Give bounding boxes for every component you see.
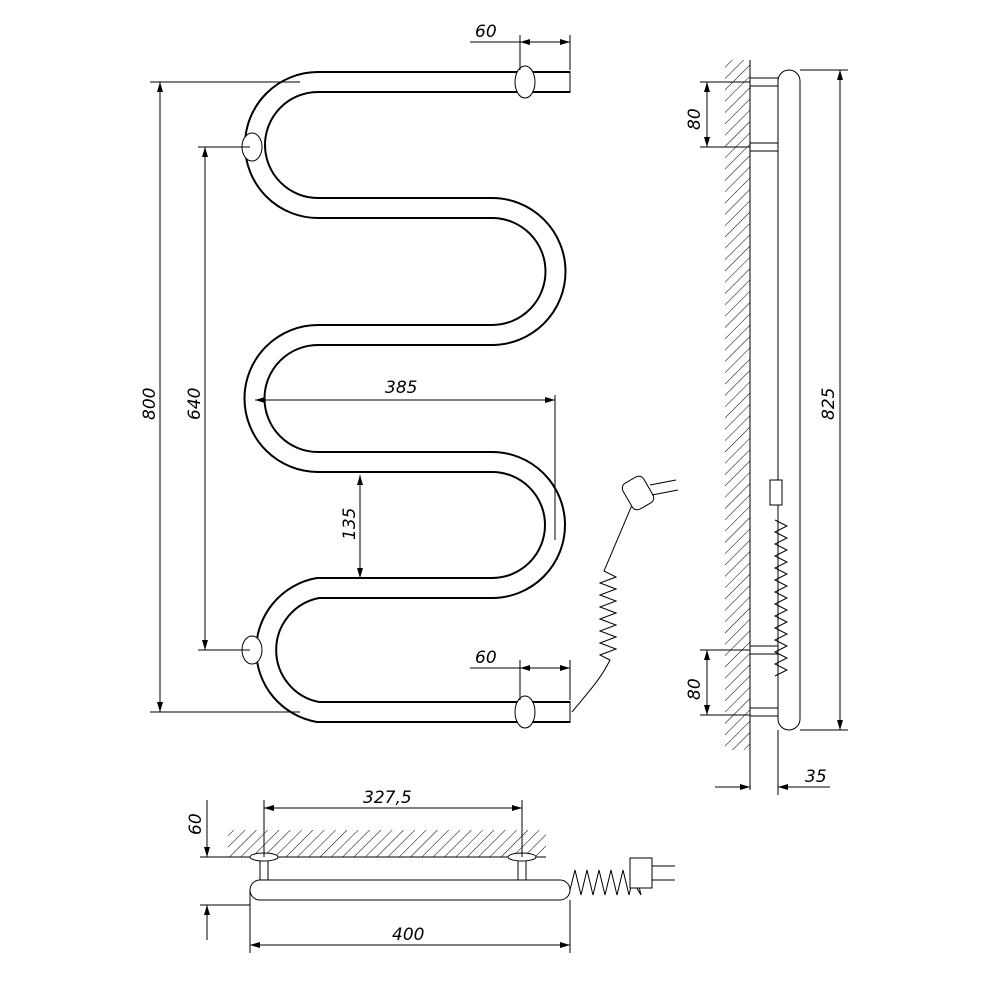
dimension-327-5: 327,5 [263, 788, 523, 857]
top-tube [249, 879, 571, 901]
plug-icon [621, 475, 655, 511]
svg-text:80: 80 [685, 678, 705, 700]
svg-text:327,5: 327,5 [363, 788, 412, 808]
dimension-640: 640 [185, 146, 250, 651]
svg-text:60: 60 [475, 648, 497, 668]
dimension-385: 385 [255, 378, 556, 540]
front-view: 800 640 385 135 60 60 [140, 22, 679, 729]
plug-top [629, 857, 653, 889]
svg-text:640: 640 [185, 388, 205, 420]
dimension-400: 400 [249, 890, 571, 953]
svg-text:800: 800 [140, 388, 160, 420]
dimension-80-bottom: 80 [685, 649, 750, 716]
side-tube [777, 69, 801, 731]
wall-hatch [725, 60, 750, 750]
svg-text:825: 825 [819, 388, 839, 420]
dimension-135: 135 [340, 475, 363, 578]
dimension-80-top: 80 [685, 81, 750, 148]
svg-text:60: 60 [475, 22, 497, 42]
bracket-bottom-right [514, 695, 536, 729]
wall-brackets [241, 65, 536, 729]
serpentine-tube [243, 71, 571, 723]
side-view: 80 80 825 35 [685, 60, 848, 795]
dimension-60-bottom: 60 [470, 648, 571, 700]
svg-text:60: 60 [186, 813, 206, 835]
dimension-60-top: 60 [470, 22, 571, 70]
svg-text:400: 400 [392, 925, 424, 945]
bracket-top-right [514, 65, 536, 99]
dimension-60-wall: 60 [186, 800, 250, 940]
wall-hatch-top [228, 830, 546, 857]
svg-text:135: 135 [340, 508, 360, 540]
svg-text:35: 35 [805, 767, 827, 787]
power-cord-plug [571, 475, 679, 713]
svg-text:385: 385 [385, 378, 417, 398]
dimension-35: 35 [715, 730, 830, 795]
top-view: 60 327,5 400 [186, 788, 675, 953]
dimension-825: 825 [800, 69, 848, 731]
svg-text:80: 80 [685, 108, 705, 130]
dimension-800: 800 [140, 81, 300, 713]
